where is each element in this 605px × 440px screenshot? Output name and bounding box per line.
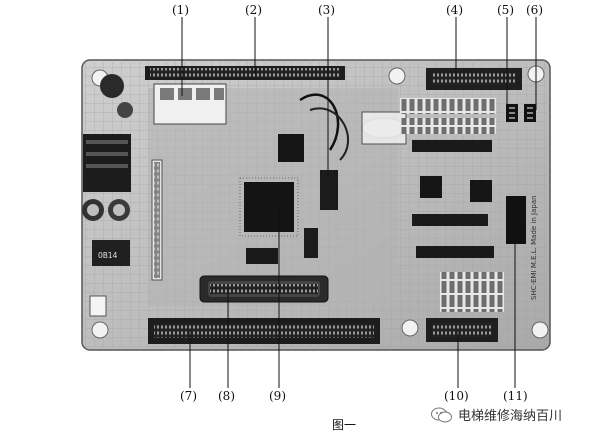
bottom-ribbon-connector	[148, 318, 380, 344]
callout-labels: (1) (2) (3) (4) (5) (6) (7) (8) (9) (10)…	[172, 3, 543, 403]
wechat-icon	[431, 407, 452, 422]
top-right-connector	[426, 68, 522, 90]
watermark: 电梯维修海纳百川	[431, 405, 562, 424]
battery	[299, 93, 407, 161]
top-ribbon-connector	[145, 66, 345, 80]
watermark-text: 电梯维修海纳百川	[458, 409, 563, 424]
relay-marking: OB14	[98, 251, 117, 260]
callout-11: (11)	[503, 389, 528, 403]
d-sub-connector	[199, 275, 329, 303]
vertical-pin-header	[151, 159, 163, 281]
callout-4: (4)	[446, 3, 463, 17]
board-silkscreen-text: SHC-EMI M.E.L. Made in Japan	[530, 195, 538, 300]
terminal-block	[153, 83, 227, 125]
chips	[239, 134, 526, 264]
callout-7: (7)	[180, 389, 197, 403]
power-components: OB14	[82, 74, 133, 317]
bottom-right-connector	[426, 318, 498, 342]
callout-9: (9)	[269, 389, 286, 403]
callout-3: (3)	[318, 3, 335, 17]
callout-6: (6)	[526, 3, 543, 17]
resistor-arrays	[400, 98, 504, 312]
leader-lines	[181, 17, 537, 388]
callout-1: (1)	[172, 3, 189, 17]
callout-5: (5)	[497, 3, 514, 17]
callout-10: (10)	[444, 389, 469, 403]
callout-2: (2)	[245, 3, 262, 17]
figure-caption: 图一	[332, 418, 357, 432]
callout-8: (8)	[218, 389, 235, 403]
seven-segment-displays	[506, 104, 536, 122]
